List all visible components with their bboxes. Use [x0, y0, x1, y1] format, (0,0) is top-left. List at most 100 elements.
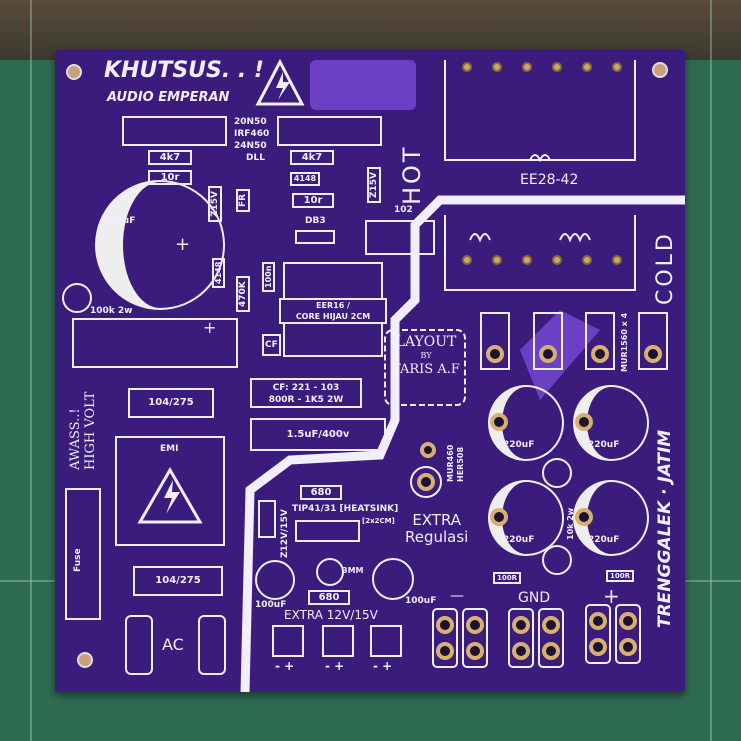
- output-terminal-plus[interactable]: [615, 604, 641, 664]
- output-terminal-plus[interactable]: [585, 604, 611, 664]
- cap-pad: [575, 508, 593, 526]
- terminal-pad: [542, 616, 560, 634]
- cap-pad: [490, 508, 508, 526]
- diac-footprint: [295, 230, 335, 244]
- terminal-pad: [436, 642, 454, 660]
- output-terminal-minus[interactable]: [462, 608, 488, 668]
- capacitor-100uf: 100uF: [104, 216, 136, 226]
- mosfet-option: DLL: [246, 153, 265, 163]
- terminal-pad: [436, 616, 454, 634]
- fast-recovery-diode: FR: [236, 188, 250, 212]
- capacitor-220uf: 220uF: [588, 440, 620, 450]
- transistor-tip41: TIP41/31 [HEATSINK]: [292, 504, 399, 514]
- capacitor-cf: CF: [262, 334, 281, 356]
- high-voltage-warning-icon: [255, 58, 305, 106]
- extra-regulasi-label: EXTRA Regulasi: [405, 512, 468, 546]
- diode-mur1560: MUR1560 x 4: [620, 312, 629, 372]
- diode-mur1560-footprint: [585, 312, 615, 370]
- capacitor-100uf-c-footprint: [372, 558, 414, 600]
- diode-mur460: MUR460 HER508: [446, 445, 466, 482]
- diode-mur1560-footprint: [480, 312, 510, 370]
- transformer-pin: [582, 255, 592, 265]
- output-terminal-gnd[interactable]: [508, 608, 534, 668]
- capacitor-100n: 100n: [262, 261, 275, 292]
- output-gnd-label: GND: [518, 590, 551, 606]
- terminal-pad: [512, 616, 530, 634]
- output-plus-label: +: [603, 584, 620, 608]
- transformer-pin: [492, 255, 502, 265]
- capacitor-100uf-b: 100uF: [255, 600, 287, 610]
- fuse-footprint: [65, 488, 101, 620]
- zener-z15v: Z15V: [367, 166, 381, 203]
- transformer-ee28-label: EE28-42: [520, 172, 579, 188]
- pcb-board: [55, 50, 685, 692]
- terminal-pad: [542, 642, 560, 660]
- transformer-pin: [612, 255, 622, 265]
- output-connector[interactable]: [272, 625, 304, 657]
- hot-side-label: HOT: [398, 144, 426, 205]
- output-terminal-minus[interactable]: [432, 608, 458, 668]
- isolation-trace: [240, 195, 685, 693]
- high-voltage-warning: AWASS..! HIGH VOLT: [68, 392, 98, 470]
- diode-mur1560-footprint: [533, 312, 563, 370]
- diode-4148: 4148: [290, 172, 320, 186]
- diode-mur460-footprint: [410, 466, 442, 498]
- resistor-100k-2w: 100k 2w: [90, 306, 133, 316]
- polarity: - +: [373, 659, 393, 673]
- cutting-mat-grid: [30, 0, 32, 741]
- capacitor-1u5-400v: 1.5uF/400v: [250, 418, 386, 451]
- diode-mur1560-footprint: [638, 312, 668, 370]
- output-terminal-gnd[interactable]: [538, 608, 564, 668]
- capacitor-102-footprint: [365, 220, 435, 255]
- warning-line: HIGH VOLT: [83, 391, 98, 470]
- layout-credit: LAYOUT BY FARIS A.F: [390, 335, 462, 377]
- output-connector[interactable]: [370, 625, 402, 657]
- capacitor-100uf-b-footprint: [255, 560, 295, 600]
- mosfet-footprint: [277, 116, 382, 146]
- brand-subtitle: AUDIO EMPERAN: [107, 90, 230, 105]
- capacitor-102: 102: [394, 205, 413, 215]
- brand-title: KHUTSUS. . !: [104, 58, 264, 83]
- resistor-10r: 10r: [292, 193, 334, 208]
- zener-z12v: Z12V/15V: [280, 509, 290, 558]
- transformer-pin: [522, 62, 532, 72]
- cap-pad: [575, 413, 593, 431]
- extra-line: Regulasi: [405, 528, 469, 546]
- layout-line: LAYOUT: [395, 334, 457, 350]
- resistor-ring: [542, 458, 572, 488]
- emi-label: EMI: [160, 444, 179, 454]
- mosfet-option: 24N50: [234, 141, 267, 151]
- mounting-hole-icon: [66, 62, 668, 668]
- layout-frame: [384, 329, 466, 406]
- heatsink-size: [2x2CM]: [362, 517, 395, 525]
- terminal-pad: [619, 612, 637, 630]
- bridge-plus: +: [203, 318, 217, 337]
- ac-input-label: AC: [162, 635, 184, 654]
- transformer-pin: [552, 255, 562, 265]
- cf-note-line: CF: 221 - 103: [272, 383, 340, 393]
- polarity: - +: [275, 659, 295, 673]
- polarity-plus: +: [175, 234, 191, 255]
- transformer-pin: [462, 255, 472, 265]
- ac-connector[interactable]: [125, 615, 153, 675]
- diode-4148: 4148: [212, 257, 225, 288]
- zener-footprint: [258, 500, 276, 538]
- terminal-pad: [589, 612, 607, 630]
- capacitor-100uf-c: 100uF: [405, 596, 437, 606]
- mosfet-option: 20N50: [234, 117, 267, 127]
- output-connector[interactable]: [322, 625, 354, 657]
- emi-warning-icon: [137, 466, 203, 524]
- diode-pad: [539, 345, 557, 363]
- ac-connector[interactable]: [198, 615, 226, 675]
- eer16-line: CORE HIJAU 2CM: [295, 312, 371, 321]
- mounting-ring: [62, 283, 92, 313]
- resistor-680: 680: [300, 485, 342, 500]
- transformer-eer16-label: EER16 / CORE HIJAU 2CM: [279, 298, 387, 324]
- emi-filter-footprint: [115, 436, 225, 546]
- diode-pad: [486, 345, 504, 363]
- cap-pad: [490, 413, 508, 431]
- capacitor-100uf-footprint: [95, 180, 225, 310]
- fuse-label: Fuse: [73, 548, 83, 572]
- diode-pad: [420, 442, 436, 458]
